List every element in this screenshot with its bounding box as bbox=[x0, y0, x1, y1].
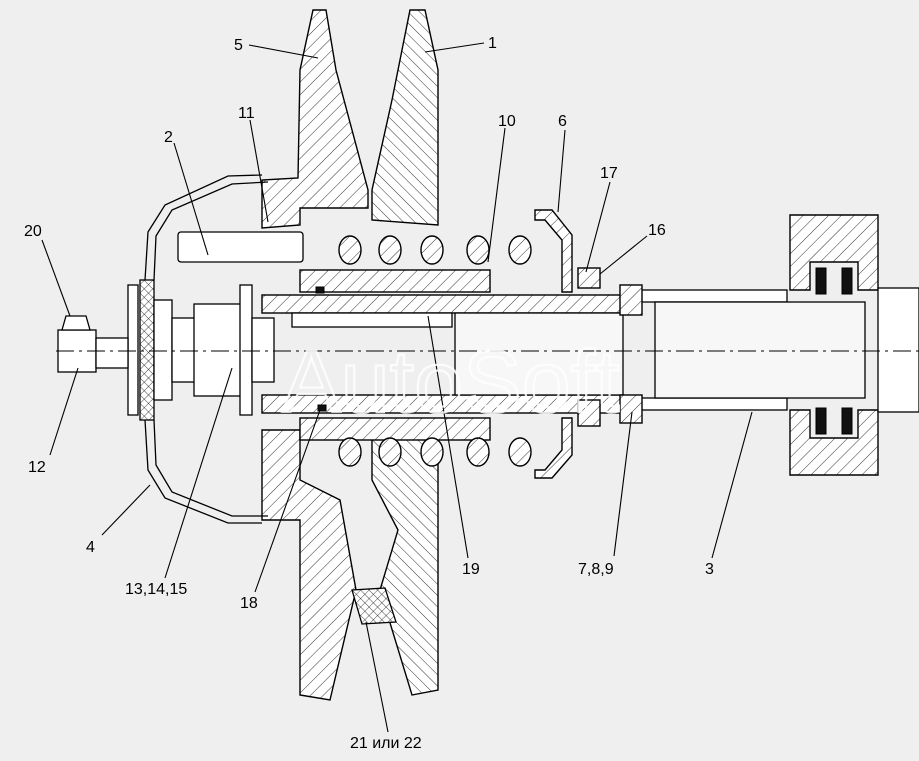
callout-7-9: 7,8,9 bbox=[578, 561, 614, 578]
callout-11: 11 bbox=[238, 105, 255, 122]
bolt-washer-set bbox=[127, 279, 275, 421]
spring-coil bbox=[508, 437, 532, 467]
spring-coils bbox=[338, 235, 532, 467]
callout-12: 12 bbox=[28, 459, 46, 476]
callout-20: 20 bbox=[24, 223, 42, 240]
leader-lines bbox=[41, 42, 753, 733]
v-belt bbox=[351, 587, 397, 625]
callout-labels: 1 5 2 11 10 6 17 16 20 12 4 13,14,15 18 … bbox=[24, 35, 714, 752]
spring-cup bbox=[534, 209, 573, 293]
spring-coil bbox=[466, 437, 490, 467]
callout-5: 5 bbox=[234, 37, 243, 54]
spring-coil bbox=[378, 235, 402, 265]
watermark: AutoSoft bbox=[282, 332, 620, 431]
bearing-housing bbox=[789, 214, 919, 476]
callout-16: 16 bbox=[648, 222, 666, 239]
pulley-movable-half bbox=[371, 9, 439, 696]
spring-coil bbox=[420, 437, 444, 467]
callout-4: 4 bbox=[86, 539, 95, 556]
spring-cup-lower bbox=[534, 417, 573, 479]
callout-19: 19 bbox=[462, 561, 480, 578]
callout-10: 10 bbox=[498, 113, 516, 130]
callout-13-15: 13,14,15 bbox=[125, 581, 187, 598]
callout-1: 1 bbox=[488, 35, 497, 52]
grease-nipple bbox=[57, 315, 129, 373]
spring-coil bbox=[338, 437, 362, 467]
seal-ring-upper bbox=[577, 267, 601, 289]
callout-21-22: 21 или 22 bbox=[350, 735, 422, 752]
o-ring-upper bbox=[315, 286, 325, 294]
callout-17: 17 bbox=[600, 165, 618, 182]
spring-coil bbox=[508, 235, 532, 265]
spring-coil bbox=[420, 235, 444, 265]
spring-coil bbox=[466, 235, 490, 265]
callout-3: 3 bbox=[705, 561, 714, 578]
seal-ring-lower bbox=[577, 399, 601, 427]
pin bbox=[177, 231, 304, 263]
o-ring-lower bbox=[317, 404, 327, 412]
protective-cover-inner bbox=[153, 181, 269, 517]
hub-sleeve bbox=[261, 269, 624, 441]
callout-6: 6 bbox=[558, 113, 567, 130]
spring-coil bbox=[338, 235, 362, 265]
spring-coil bbox=[378, 437, 402, 467]
pulley-fixed-half bbox=[261, 9, 369, 701]
protective-cover bbox=[144, 174, 263, 524]
callout-18: 18 bbox=[240, 595, 258, 612]
callout-2: 2 bbox=[164, 129, 173, 146]
shaft bbox=[619, 284, 866, 424]
